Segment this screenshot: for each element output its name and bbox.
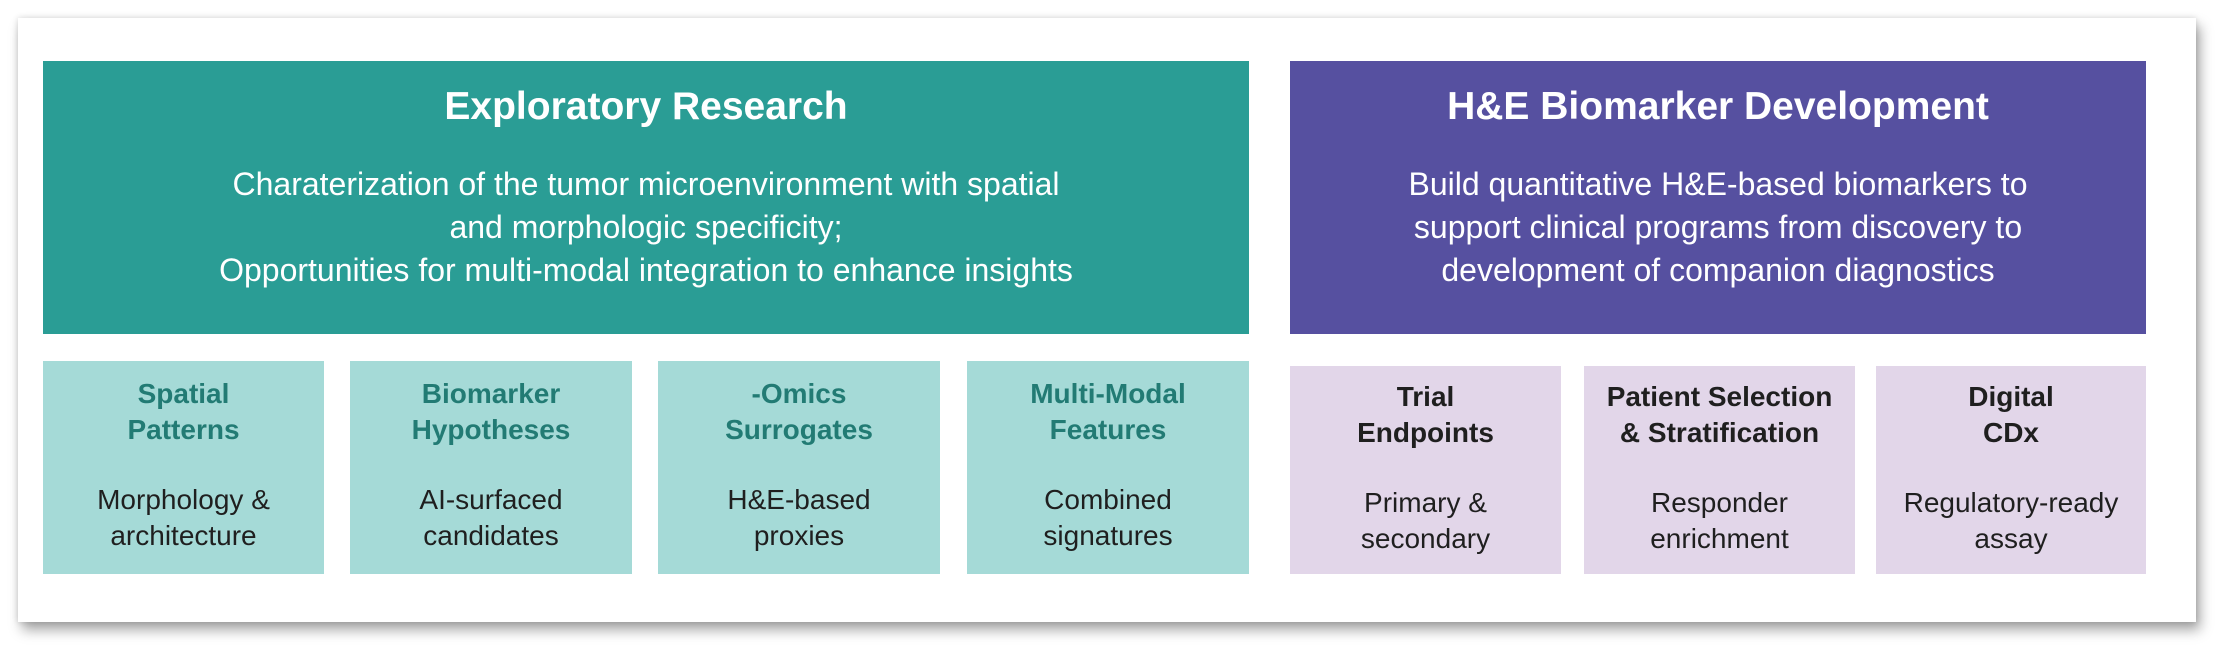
spatial-patterns-box: Spatial Patterns Morphology & architectu… (43, 361, 324, 574)
box-title-line: Spatial (137, 378, 230, 409)
biomarker-development-title: H&E Biomarker Development (1447, 85, 1989, 128)
box-text-line: Morphology & (97, 484, 270, 515)
multi-modal-features-box: Multi-Modal Features Combined signatures (967, 361, 1249, 574)
description-line: Charaterization of the tumor microenviro… (232, 166, 1060, 202)
box-title-line: Features (1049, 414, 1167, 445)
box-title-line: -Omics (751, 378, 847, 409)
box-text: Responder enrichment (1584, 485, 1855, 557)
box-title-line: Endpoints (1357, 417, 1494, 448)
box-text: AI-surfaced candidates (350, 482, 632, 554)
box-text-line: Combined (1044, 484, 1172, 515)
box-title: Spatial Patterns (43, 376, 324, 448)
box-text-line: architecture (110, 520, 257, 551)
box-text: Morphology & architecture (43, 482, 324, 554)
trial-endpoints-box: Trial Endpoints Primary & secondary (1290, 366, 1561, 574)
box-text-line: secondary (1360, 523, 1491, 554)
exploratory-research-description: Charaterization of the tumor microenviro… (43, 163, 1249, 292)
box-title: Biomarker Hypotheses (350, 376, 632, 448)
description-line: Build quantitative H&E-based biomarkers … (1408, 166, 2028, 202)
box-title-line: CDx (1982, 417, 2039, 448)
box-text-line: Primary & (1364, 487, 1487, 518)
box-title-line: Multi-Modal (1030, 378, 1186, 409)
box-text: Regulatory-ready assay (1876, 485, 2146, 557)
exploratory-research-panel: Exploratory Research Charaterization of … (43, 61, 1249, 334)
box-text: Combined signatures (967, 482, 1249, 554)
box-text-line: proxies (753, 520, 845, 551)
box-text-line: assay (1974, 523, 2048, 554)
description-line: Opportunities for multi-modal integratio… (219, 252, 1073, 288)
biomarker-hypotheses-box: Biomarker Hypotheses AI-surfaced candida… (350, 361, 632, 574)
box-text: H&E-based proxies (658, 482, 940, 554)
box-title: Multi-Modal Features (967, 376, 1249, 448)
box-text-line: AI-surfaced (419, 484, 563, 515)
box-title: Digital CDx (1876, 379, 2146, 451)
box-text-line: Regulatory-ready (1903, 487, 2119, 518)
box-title-line: Surrogates (725, 414, 873, 445)
box-text: Primary & secondary (1290, 485, 1561, 557)
patient-selection-box: Patient Selection & Stratification Respo… (1584, 366, 1855, 574)
box-title-line: Trial (1396, 381, 1455, 412)
box-title-line: Digital (1968, 381, 2054, 412)
box-text-line: H&E-based (727, 484, 871, 515)
biomarker-development-panel: H&E Biomarker Development Build quantita… (1290, 61, 2146, 334)
digital-cdx-box: Digital CDx Regulatory-ready assay (1876, 366, 2146, 574)
box-text-line: signatures (1043, 520, 1173, 551)
box-text-line: enrichment (1650, 523, 1789, 554)
box-title-line: Patterns (127, 414, 240, 445)
box-title: -Omics Surrogates (658, 376, 940, 448)
omics-surrogates-box: -Omics Surrogates H&E-based proxies (658, 361, 940, 574)
box-title-line: Biomarker (421, 378, 561, 409)
box-text-line: Responder (1651, 487, 1788, 518)
exploratory-research-title: Exploratory Research (444, 85, 848, 128)
description-line: development of companion diagnostics (1441, 252, 1995, 288)
biomarker-development-description: Build quantitative H&E-based biomarkers … (1290, 163, 2146, 292)
box-text-line: candidates (423, 520, 559, 551)
box-title-line: & Stratification (1619, 417, 1820, 448)
box-title: Trial Endpoints (1290, 379, 1561, 451)
box-title-line: Hypotheses (411, 414, 571, 445)
description-line: support clinical programs from discovery… (1413, 209, 2023, 245)
box-title-line: Patient Selection (1606, 381, 1833, 412)
box-title: Patient Selection & Stratification (1584, 379, 1855, 451)
description-line: and morphologic specificity; (449, 209, 843, 245)
